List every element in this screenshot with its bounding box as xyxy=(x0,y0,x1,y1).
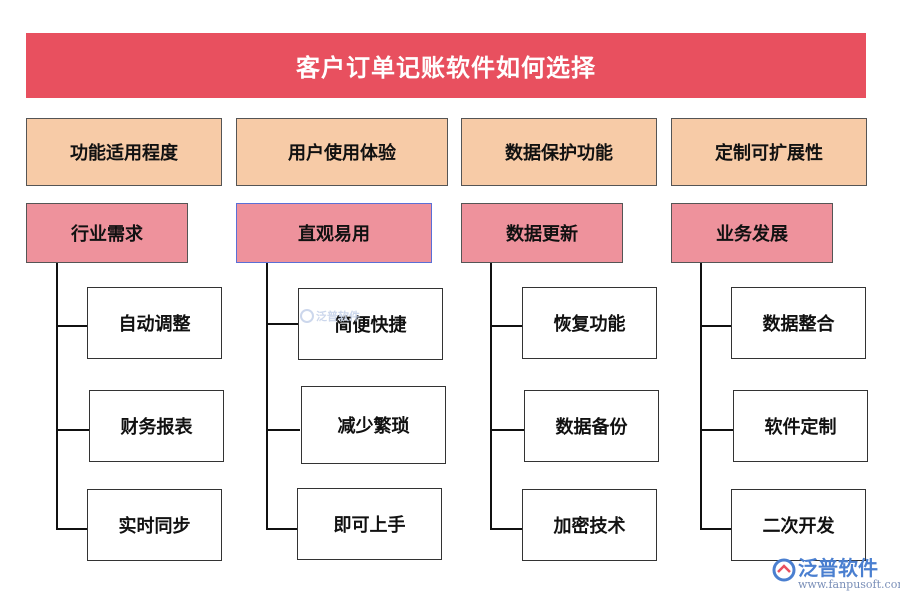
connector-branch-3-1 xyxy=(490,325,522,327)
leaf-box-3-2: 数据备份 xyxy=(524,390,659,462)
leaf-box-3-3: 加密技术 xyxy=(522,489,657,561)
leaf-box-1-1: 自动调整 xyxy=(87,287,222,359)
connector-branch-3-3 xyxy=(490,528,522,530)
category-box-3: 数据保护功能 xyxy=(461,118,657,186)
connector-branch-2-3 xyxy=(266,528,298,530)
leaf-box-1-3: 实时同步 xyxy=(87,489,222,561)
watermark-inline: 泛普软件 xyxy=(300,308,360,324)
connector-branch-4-1 xyxy=(700,325,732,327)
connector-branch-1-3 xyxy=(56,528,88,530)
leaf-box-4-3: 二次开发 xyxy=(731,489,866,561)
watermark-logo-icon xyxy=(300,309,314,323)
category-box-1: 功能适用程度 xyxy=(26,118,222,186)
leaf-box-3-1: 恢复功能 xyxy=(522,287,657,359)
connector-trunk-4 xyxy=(700,263,702,529)
connector-branch-2-2 xyxy=(266,429,300,431)
subcategory-box-1: 行业需求 xyxy=(26,203,188,263)
brand-logo-icon xyxy=(772,558,796,582)
connector-branch-1-2 xyxy=(56,429,90,431)
leaf-box-2-2: 减少繁琐 xyxy=(301,386,446,464)
connector-branch-4-3 xyxy=(700,528,732,530)
connector-trunk-2 xyxy=(266,263,268,529)
brand-logo: 泛普软件 www.fanpusoft.com xyxy=(772,552,900,596)
subcategory-box-2: 直观易用 xyxy=(236,203,432,263)
leaf-box-2-3: 即可上手 xyxy=(297,488,442,560)
connector-branch-2-1 xyxy=(266,323,298,325)
leaf-box-4-2: 软件定制 xyxy=(733,390,868,462)
subcategory-box-4: 业务发展 xyxy=(671,203,833,263)
leaf-box-4-1: 数据整合 xyxy=(731,287,866,359)
watermark-inline-text: 泛普软件 xyxy=(316,310,360,323)
leaf-box-2-1: 简便快捷 xyxy=(298,288,443,360)
leaf-box-1-2: 财务报表 xyxy=(89,390,224,462)
brand-name: 泛普软件 xyxy=(798,556,878,580)
connector-branch-1-1 xyxy=(56,325,88,327)
connector-branch-4-2 xyxy=(700,429,734,431)
connector-branch-3-2 xyxy=(490,429,524,431)
subcategory-box-3: 数据更新 xyxy=(461,203,623,263)
diagram-title: 客户订单记账软件如何选择 xyxy=(26,33,866,98)
category-box-4: 定制可扩展性 xyxy=(671,118,867,186)
brand-url: www.fanpusoft.com xyxy=(798,578,900,591)
connector-trunk-3 xyxy=(490,263,492,529)
category-box-2: 用户使用体验 xyxy=(236,118,448,186)
connector-trunk-1 xyxy=(56,263,58,529)
